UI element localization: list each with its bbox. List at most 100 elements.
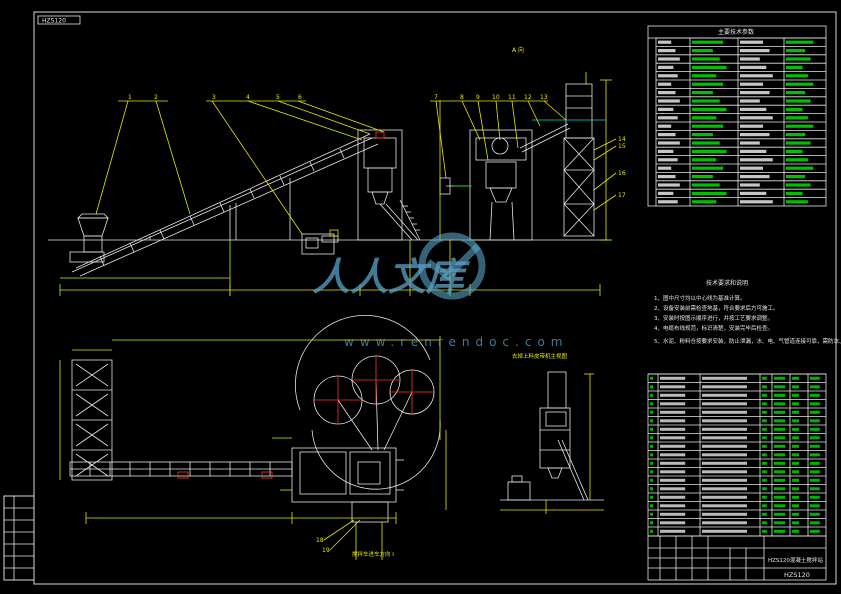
pl-cell-text	[660, 521, 686, 525]
pl-cell-text	[660, 402, 686, 406]
pl-cell-text	[762, 419, 767, 423]
pl-cell-text	[702, 436, 747, 440]
pl-cell-text	[660, 478, 686, 482]
silo-bracing	[563, 137, 595, 237]
tp-cell-text	[692, 200, 717, 204]
callout-14: 14	[618, 136, 626, 143]
pl-cell-text	[810, 478, 820, 482]
pl-cell-text	[762, 487, 767, 491]
pl-cell-text	[774, 512, 786, 516]
tower-stairs	[399, 199, 421, 241]
tp-cell-text	[658, 82, 672, 86]
tp-cell-text	[740, 99, 760, 103]
tp-cell-text	[692, 149, 727, 153]
tp-cell-text	[692, 57, 720, 61]
pl-cell-text	[810, 376, 820, 380]
pl-cell-text	[660, 529, 686, 533]
pl-cell-text	[762, 512, 767, 516]
tp-cell-text	[740, 65, 767, 69]
pl-cell-text	[660, 444, 686, 448]
tp-cell-text	[692, 49, 713, 53]
tech-params-title: 主要技术参数	[718, 28, 754, 36]
pl-cell-text	[702, 461, 747, 465]
tp-cell-text	[692, 124, 724, 128]
callout-16: 16	[618, 170, 626, 177]
tp-cell-text	[692, 65, 727, 69]
pl-cell-text	[774, 461, 786, 465]
tp-cell-text	[786, 200, 808, 204]
pl-cell-text	[792, 495, 799, 499]
pl-cell-text	[650, 529, 653, 533]
watermark-brand: 人人文库	[312, 255, 470, 299]
callout-9: 9	[476, 94, 480, 101]
tp-cell-text	[692, 191, 727, 195]
pl-cell-text	[810, 419, 820, 423]
pl-cell-text	[762, 376, 767, 380]
pl-cell-text	[660, 393, 686, 397]
pl-cell-text	[650, 410, 653, 414]
tech-requirements-title: 技术要求和说明	[706, 279, 748, 287]
direction-label: 搅拌车进车方向 I	[352, 550, 394, 558]
pl-cell-text	[774, 453, 786, 457]
tp-cell-text	[740, 74, 773, 78]
tp-cell-text	[658, 149, 674, 153]
callout-6: 6	[298, 94, 302, 101]
tp-cell-text	[786, 124, 814, 128]
tp-cell-text	[740, 158, 773, 162]
pl-cell-text	[650, 495, 653, 499]
tp-cell-text	[658, 191, 674, 195]
pl-cell-text	[762, 521, 767, 525]
elevation-view	[48, 72, 610, 277]
tp-cell-text	[740, 200, 773, 204]
tech-req-4: 4、电缆布线规范，标识清楚，安装完毕后检查。	[654, 324, 773, 332]
pl-cell-text	[810, 385, 820, 389]
pl-cell-text	[774, 504, 786, 508]
pl-cell-text	[774, 529, 786, 533]
tp-cell-text	[786, 133, 806, 137]
tp-cell-text	[786, 158, 808, 162]
tp-cell-text	[740, 149, 767, 153]
drawing-border	[33, 11, 837, 585]
pl-cell-text	[660, 436, 686, 440]
tp-cell-text	[658, 49, 676, 53]
pl-cell-text	[792, 427, 799, 431]
pl-cell-text	[774, 436, 786, 440]
tech-req-3: 3、安装时按图示顺序进行，并按工艺要求调整。	[654, 314, 773, 322]
watermark: 人人文库 www.renrendoc.com	[312, 232, 568, 349]
tp-cell-text	[740, 82, 764, 86]
pl-cell-text	[810, 393, 820, 397]
tp-cell-text	[786, 107, 803, 111]
tp-cell-text	[692, 158, 717, 162]
tech-params-table	[647, 25, 827, 207]
tp-cell-text	[740, 183, 760, 187]
tp-cell-text	[658, 133, 676, 137]
tp-cell-text	[658, 166, 672, 170]
pl-cell-text	[792, 436, 799, 440]
pl-cell-text	[792, 385, 799, 389]
pl-cell-text	[792, 478, 799, 482]
pl-cell-text	[810, 436, 820, 440]
pl-cell-text	[702, 495, 747, 499]
tp-cell-text	[786, 49, 806, 53]
callout-leaders	[95, 100, 617, 235]
pl-cell-text	[702, 393, 747, 397]
pl-cell-text	[702, 427, 747, 431]
tp-cell-text	[786, 91, 806, 95]
callout-15: 15	[618, 143, 626, 150]
watermark-url: www.renrendoc.com	[344, 335, 568, 349]
tp-cell-text	[786, 175, 806, 179]
tp-cell-text	[786, 57, 811, 61]
pl-cell-text	[774, 393, 786, 397]
pl-cell-text	[650, 487, 653, 491]
tp-cell-text	[658, 74, 678, 78]
pl-cell-text	[660, 427, 686, 431]
pl-cell-text	[762, 504, 767, 508]
title-product-name: HZS120混凝土搅拌站	[768, 556, 823, 564]
pl-cell-text	[810, 461, 820, 465]
tp-cell-text	[658, 158, 678, 162]
pl-cell-text	[762, 461, 767, 465]
callout-13: 13	[540, 94, 548, 101]
pl-cell-text	[650, 393, 653, 397]
pl-cell-text	[810, 529, 820, 533]
